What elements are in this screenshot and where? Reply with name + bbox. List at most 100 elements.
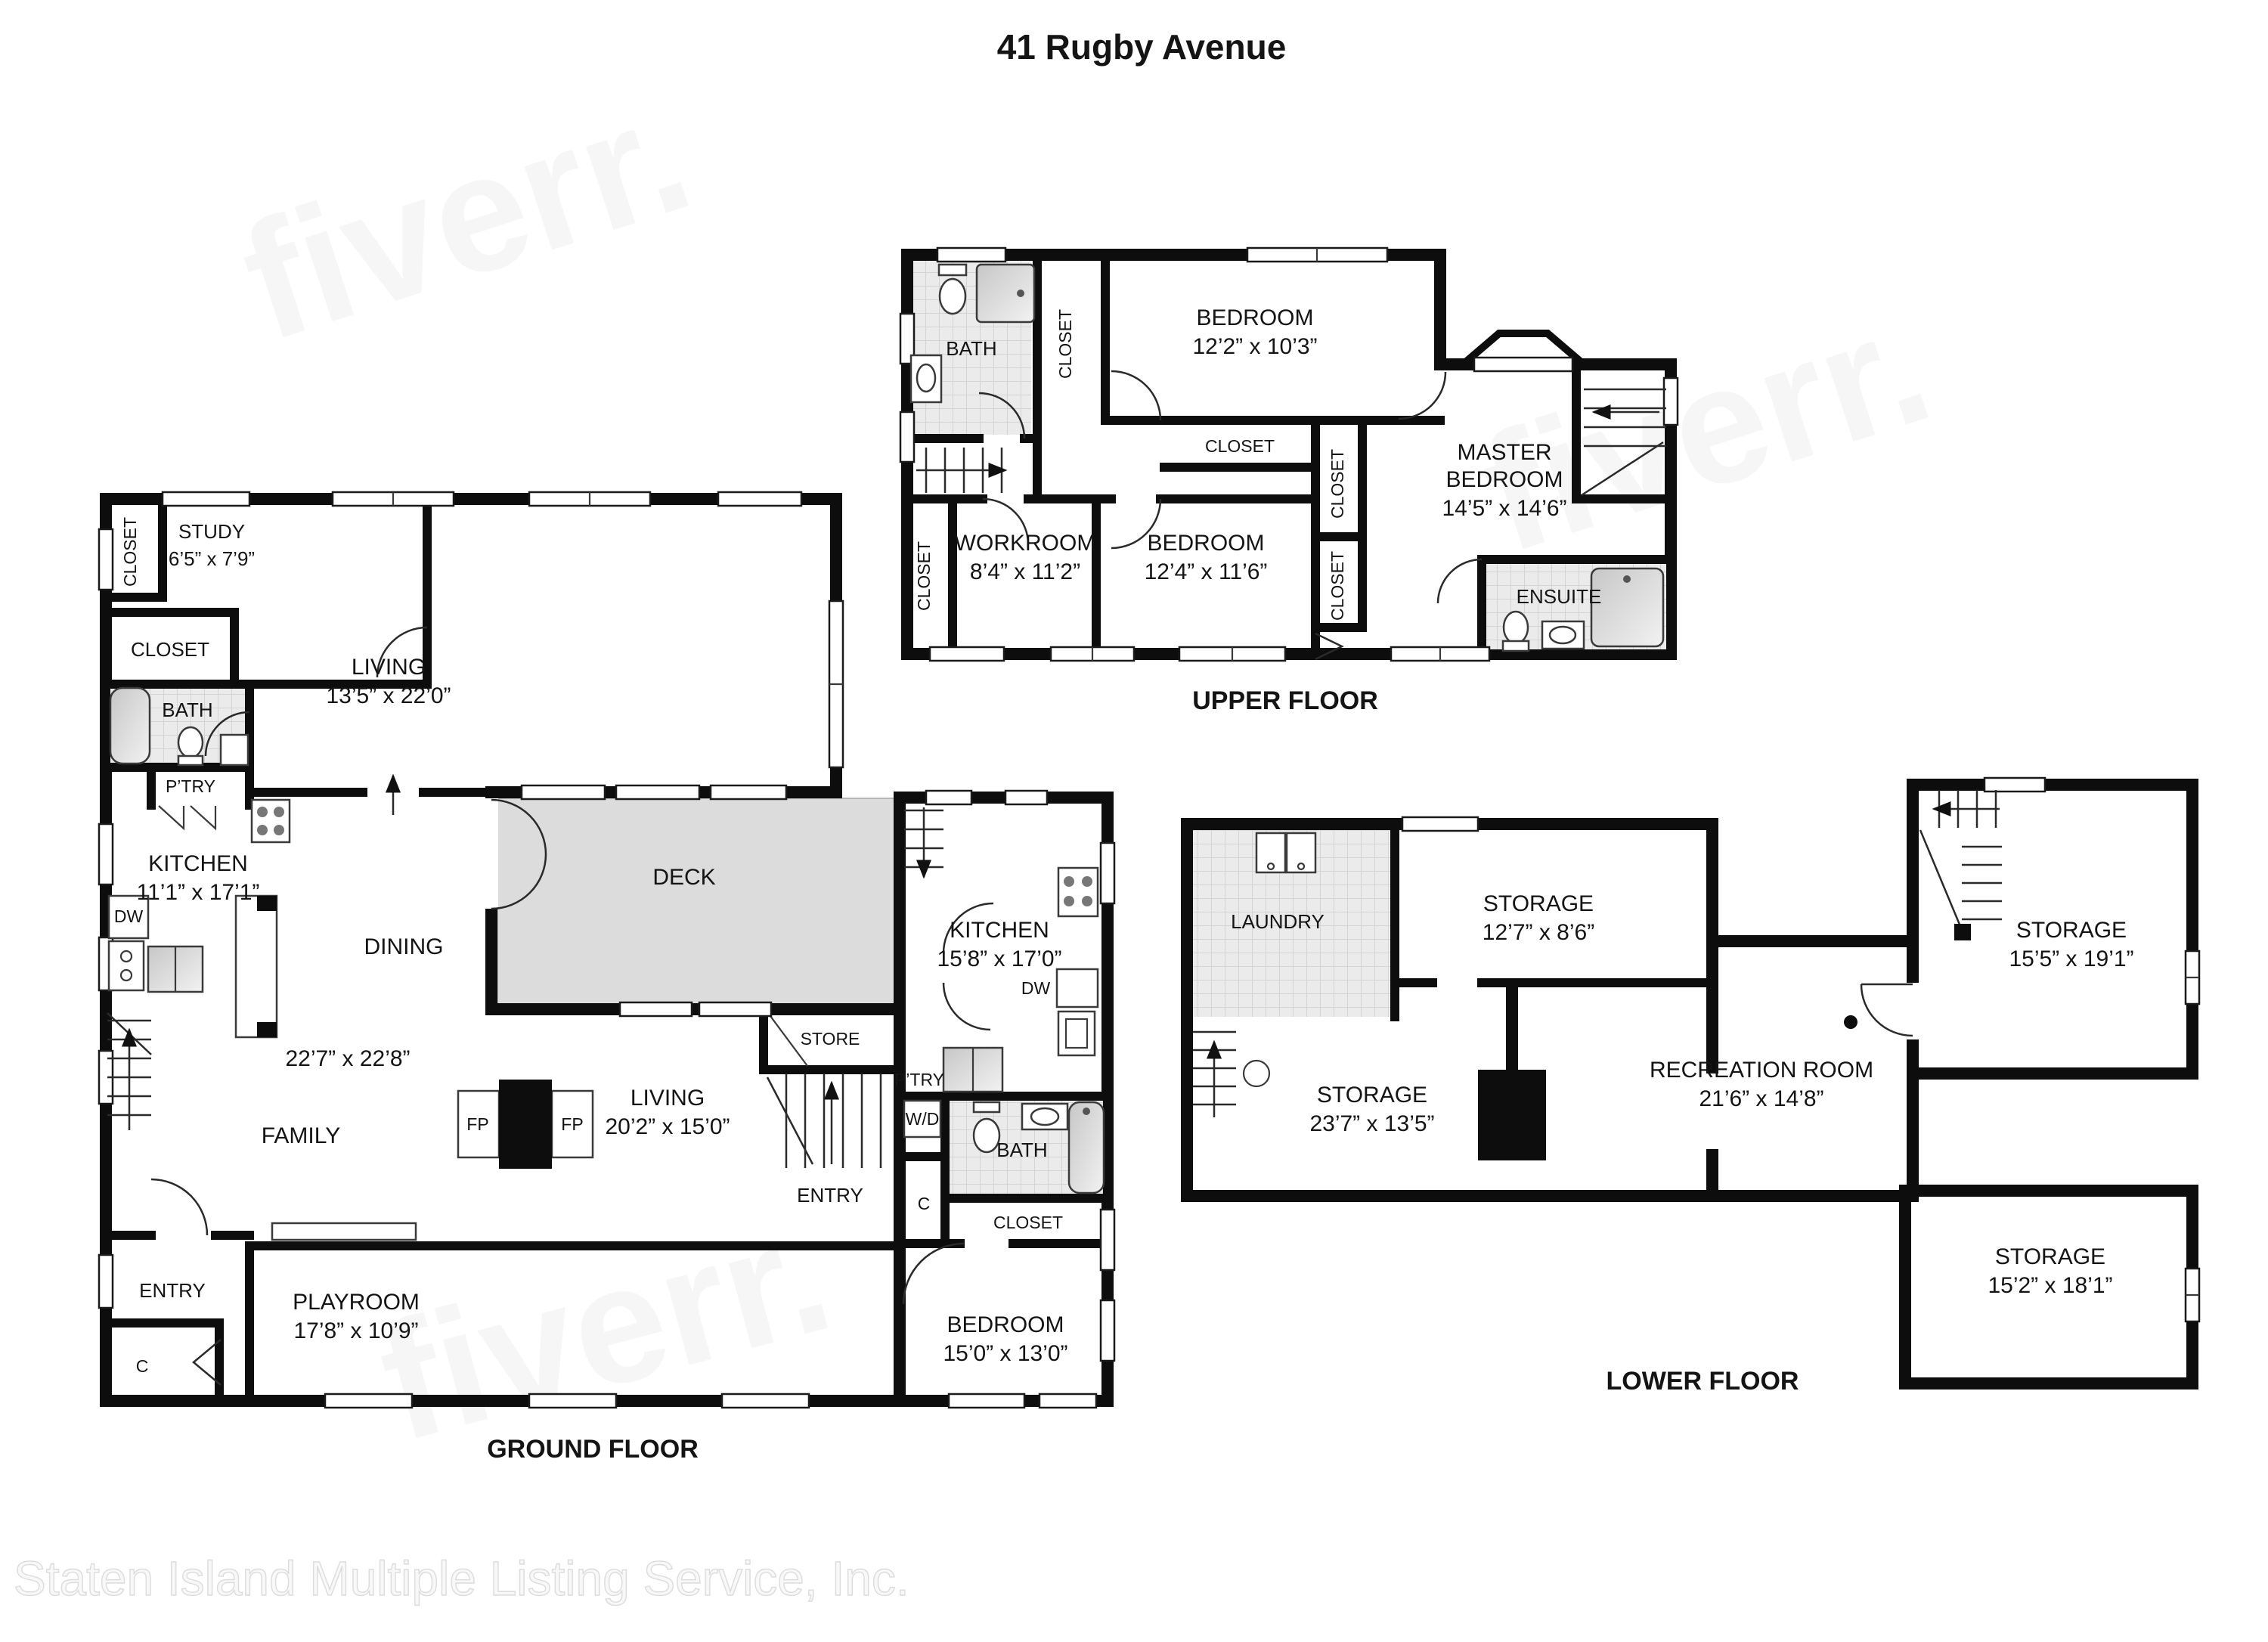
page-title: 41 Rugby Avenue [997,27,1287,67]
lower-interior-walls [1390,819,1717,1021]
ground-bath-fixtures [109,686,249,767]
lower-windows [1401,776,2201,1323]
room-label-closet-mid: CLOSET [1205,436,1275,456]
room-label-closet2: CLOSET [131,638,209,661]
room-dims-storage3: 15’5” x 19’1” [2009,946,2133,971]
deck-area [497,798,899,1005]
room-label-storage3: STORAGE [2016,918,2127,943]
lower-doors [1860,983,1913,1037]
ground-floor-plan: CLOSET STUDY 6’5” x 7’9” CLOSET BATH LIV… [98,491,1116,1464]
room-dims-living2: 20’2” x 15’0” [605,1114,730,1139]
furnace [1478,983,1546,1160]
room-dims-recreation: 21’6” x 14’8” [1699,1086,1823,1111]
room-label-fp-left: FP [466,1114,488,1134]
room-label-closet-hall: CLOSET [1055,309,1075,379]
open-area-dims: 22’7” x 22’8” [285,1046,410,1071]
unit-entry-stairs [766,807,943,1168]
room-label-closet-c: C [136,1356,149,1376]
room-dims-storage2: 23’7” x 13’5” [1309,1111,1434,1136]
room-label-workroom: WORKROOM [955,531,1096,556]
room-label-dining: DINING [364,934,444,959]
upper-right-stairs [1581,388,1666,497]
room-dims-kitchen2: 15’8” x 17’0” [937,946,1061,971]
ghost-watermark-text: fiverr. [1462,271,1950,587]
bay-window [1457,330,1590,370]
room-label-closet-m1: CLOSET [1328,449,1347,519]
upper-interior-walls [903,250,1675,658]
deck-door-gap [485,798,498,909]
unit-bath-fixtures [972,1101,1105,1194]
room-dims-study: 6’5” x 7’9” [169,547,255,570]
room-label-storage4: STORAGE [1995,1244,2105,1269]
upper-floor-plan: BATH CLOSET BEDROOM 12’2” x 10’3” CLOSET… [899,246,1679,715]
room-dims-playroom: 17’8” x 10’9” [293,1318,418,1343]
room-dims-bedroom1: 12’2” x 10’3” [1192,334,1317,359]
room-label-laundry: LAUNDRY [1231,910,1325,933]
room-label-bedroom-g: BEDROOM [947,1312,1064,1337]
room-label-pantry: P’TRY [166,776,215,796]
support-column [1844,1015,1857,1029]
fireplace [457,1080,594,1169]
upper-floor-label: UPPER FLOOR [1192,686,1378,715]
room-label-closet-c2: C [918,1194,931,1213]
upper-doors [978,370,1483,661]
lower-room-labels: LAUNDRY STORAGE 12’7” x 8’6” STORAGE 23’… [1231,891,2133,1396]
laundry-fixtures [1255,832,1317,874]
room-label-closet-left: CLOSET [914,541,934,611]
room-label-living2: LIVING [631,1086,705,1111]
storage3-stairs [1919,790,2002,940]
room-label-deck: DECK [652,865,715,890]
ensuite-fixtures [1501,567,1665,652]
room-label-playroom: PLAYROOM [293,1290,420,1315]
room-label-family: FAMILY [262,1123,340,1148]
room-dims-bedroom2: 12’4” x 11’6” [1145,559,1268,584]
room-label-master-2: BEDROOM [1445,467,1563,492]
room-dims-workroom: 8’4” x 11’2” [970,559,1080,584]
room-dims-bedroom-g: 15’0” x 13’0” [943,1341,1067,1366]
rec-opening [1706,1073,1718,1149]
storage3-door-gap [1907,983,1919,1039]
ground-room-labels: CLOSET STUDY 6’5” x 7’9” CLOSET BATH LIV… [114,517,1068,1464]
room-label-kitchen: KITCHEN [148,851,248,876]
room-label-storage1: STORAGE [1483,891,1594,916]
upper-windows [899,246,1679,662]
room-label-closet-tl: CLOSET [120,517,140,587]
ground-left-stairs [107,1012,152,1130]
room-label-master-1: MASTER [1457,440,1551,465]
room-label-wd: W/D [906,1109,940,1129]
room-label-study: STUDY [178,520,245,543]
lower-floor-plan: LAUNDRY STORAGE 12’7” x 8’6” STORAGE 23’… [1181,776,2201,1396]
window [1473,356,1574,373]
ground-kitchen-fixtures [107,798,291,1039]
upper-left-stairs [916,448,1008,493]
room-label-store: STORE [801,1029,860,1049]
room-label-closet-m2: CLOSET [1328,551,1347,621]
room-label-dw2: DW [1021,978,1051,998]
room-label-bedroom2: BEDROOM [1147,531,1264,556]
room-dims-storage1: 12’7” x 8’6” [1483,920,1594,945]
ghost-watermark-text: fiverr. [362,1179,848,1476]
lower-storage4-outline [1899,1185,2198,1390]
room-label-living1: LIVING [352,655,426,680]
room-label-fp-right: FP [561,1114,583,1134]
room-label-recreation: RECREATION ROOM [1650,1058,1873,1083]
room-label-pantry2: P’TRY [894,1070,944,1089]
room-label-bath-upper: BATH [946,337,996,360]
upper-bath-fixtures [909,263,1036,404]
room-label-entry-left: ENTRY [139,1279,206,1302]
mls-watermark: Staten Island Multiple Listing Service, … [14,1551,909,1606]
upper-room-labels: BATH CLOSET BEDROOM 12’2” x 10’3” CLOSET… [914,305,1601,715]
room-label-entry-right: ENTRY [797,1184,863,1207]
unit-kitchen-fixtures [903,866,1099,1139]
lower-floor-label: LOWER FLOOR [1606,1367,1799,1396]
room-label-bath2: BATH [996,1139,1047,1161]
room-label-bath-g: BATH [162,699,212,721]
upper-outline [901,249,1677,660]
ground-windows [98,491,1116,1409]
ground-floor-label: GROUND FLOOR [487,1435,699,1464]
room-label-storage2: STORAGE [1317,1083,1427,1108]
room-dims-living1: 13’5” x 22’0” [326,683,451,708]
room-label-bedroom1: BEDROOM [1196,305,1313,330]
